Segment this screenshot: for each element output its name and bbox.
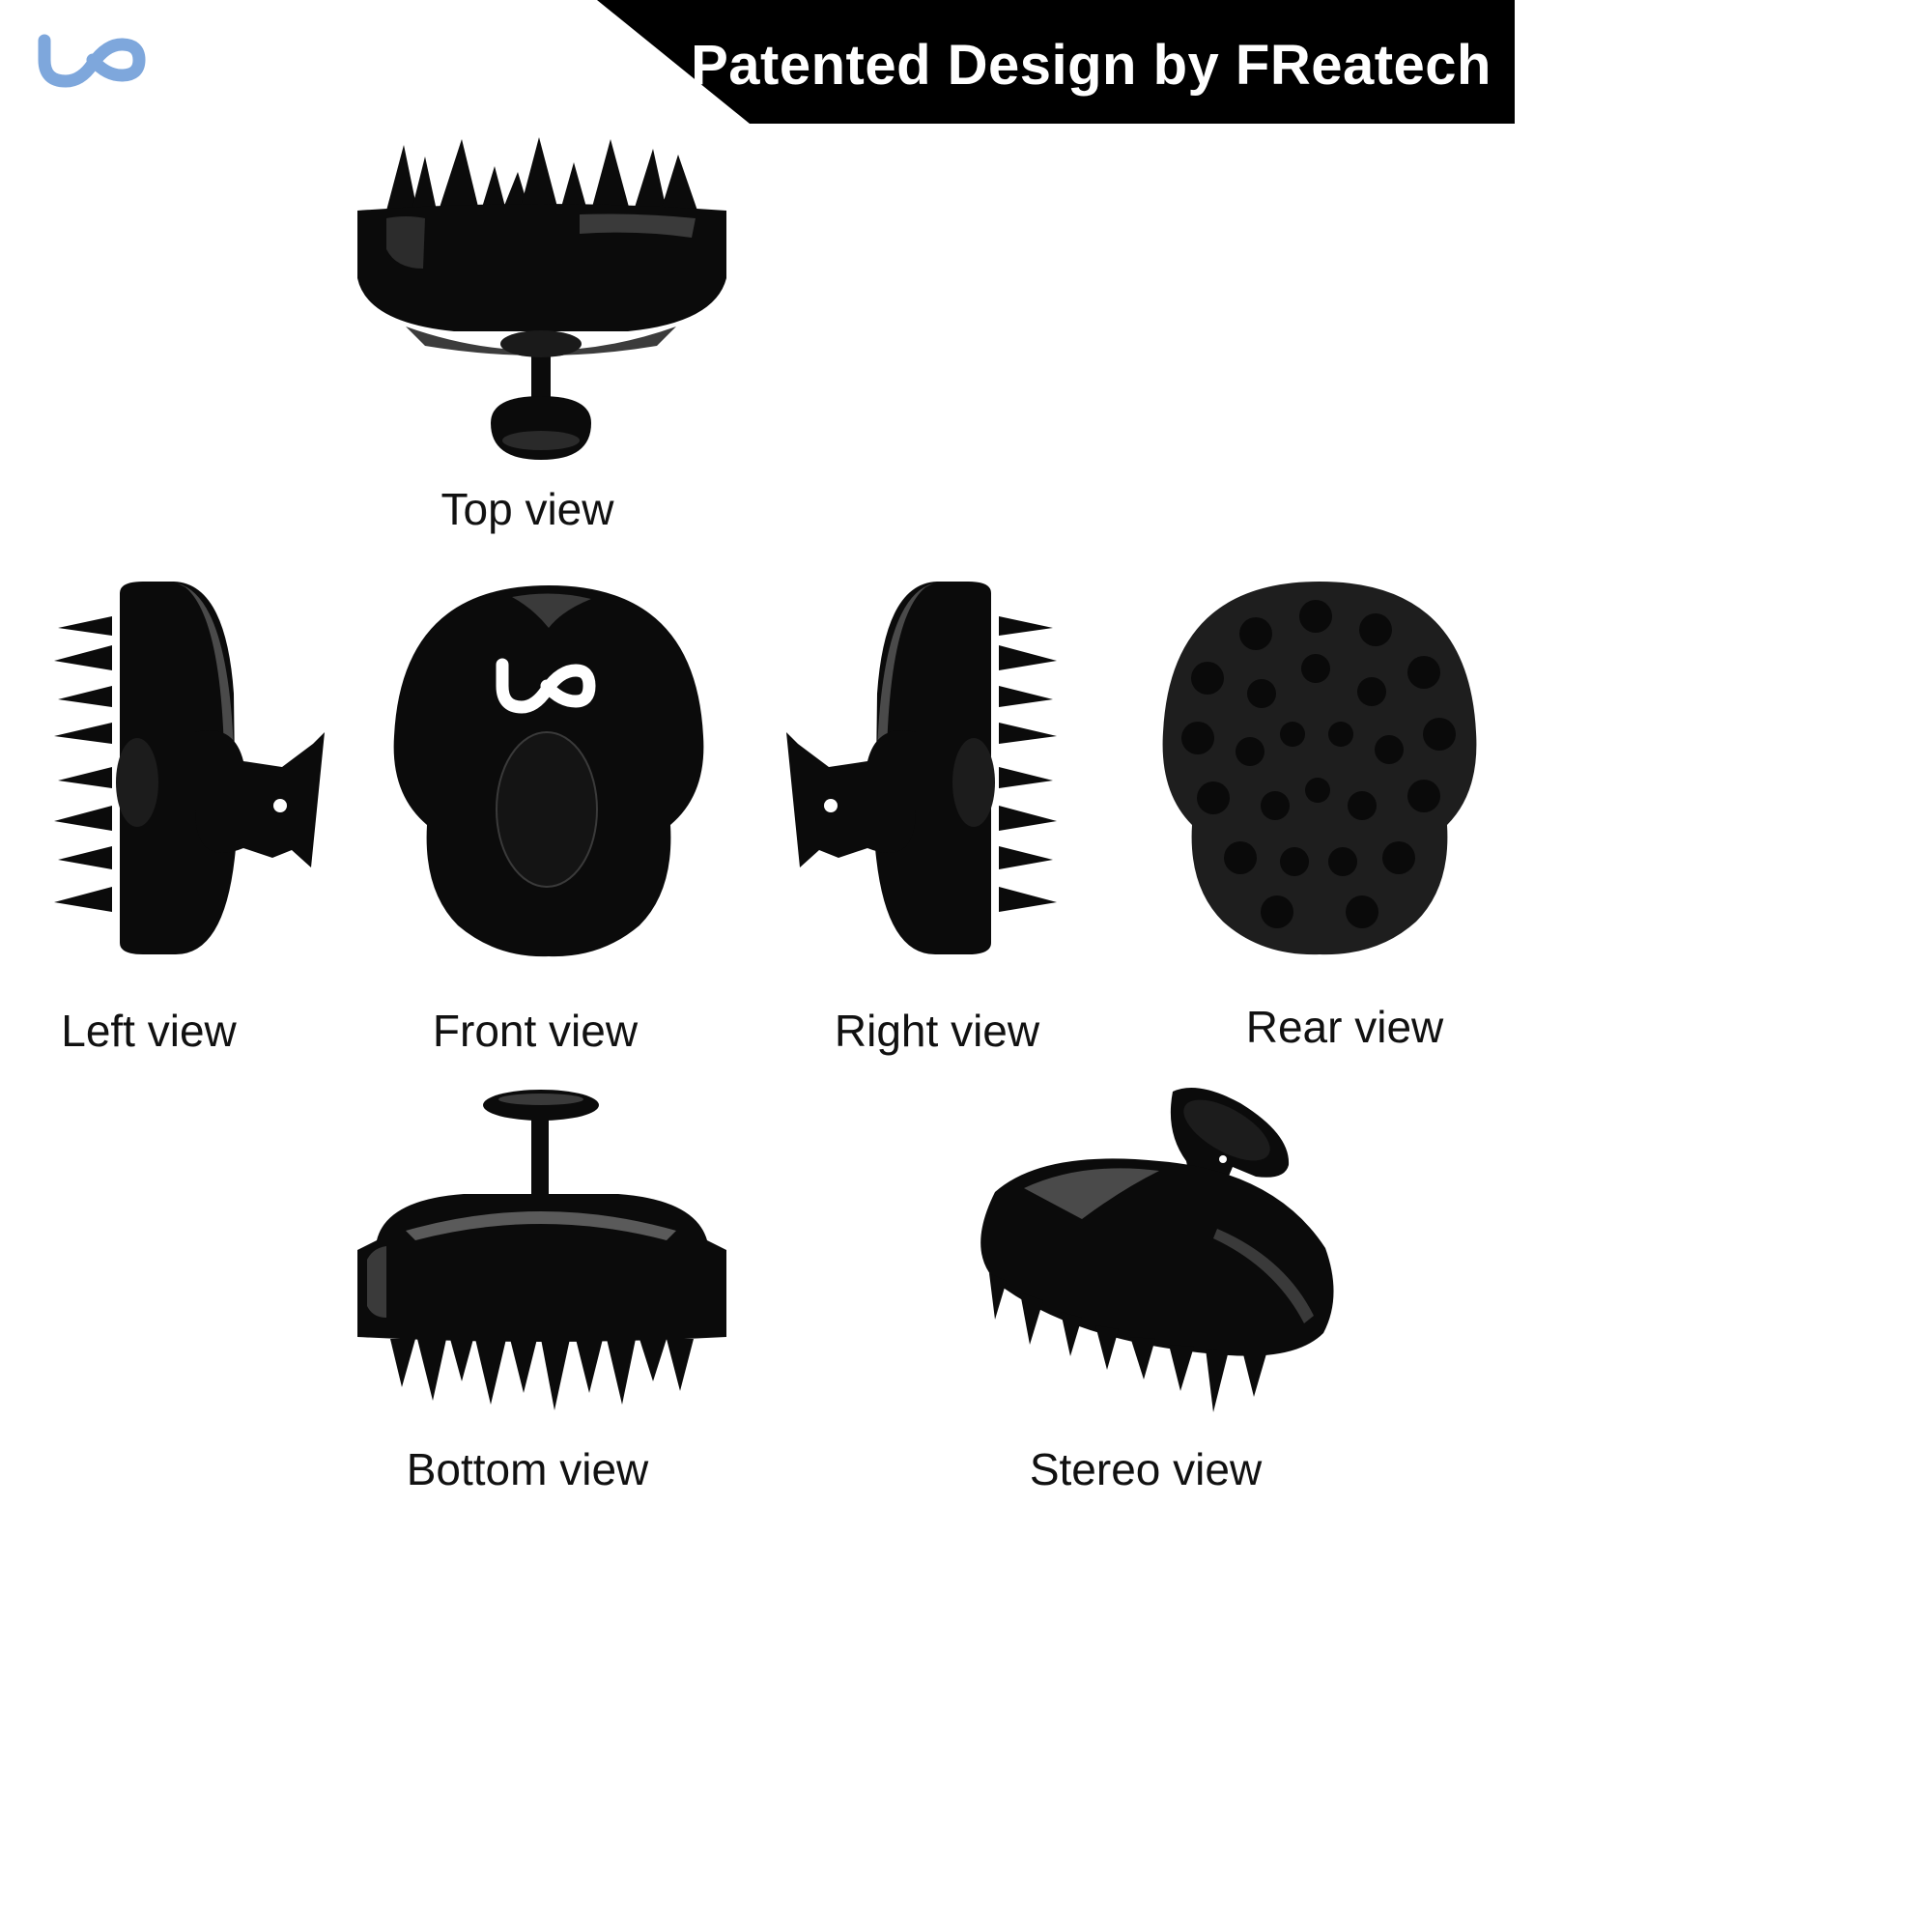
top-view-caption: Top view — [440, 484, 614, 534]
front-view-caption: Front view — [432, 1006, 639, 1056]
right-view-image — [786, 582, 1057, 955]
top-view-image — [357, 137, 726, 460]
rear-view-caption: Rear view — [1245, 1002, 1444, 1052]
stereo-view-image — [980, 1088, 1334, 1412]
title-banner — [597, 0, 1515, 124]
rear-view-image — [1162, 582, 1477, 955]
infinity-logo-icon — [38, 34, 146, 88]
bottom-view-image — [357, 1090, 726, 1410]
stereo-view-caption: Stereo view — [1029, 1444, 1263, 1494]
left-view-image — [54, 582, 325, 955]
banner-title: Patented Design by FReatech — [691, 34, 1492, 97]
front-view-image — [393, 585, 704, 957]
right-view-caption: Right view — [834, 1006, 1040, 1056]
bottom-view-caption: Bottom view — [406, 1444, 649, 1494]
left-view-caption: Left view — [61, 1006, 237, 1056]
